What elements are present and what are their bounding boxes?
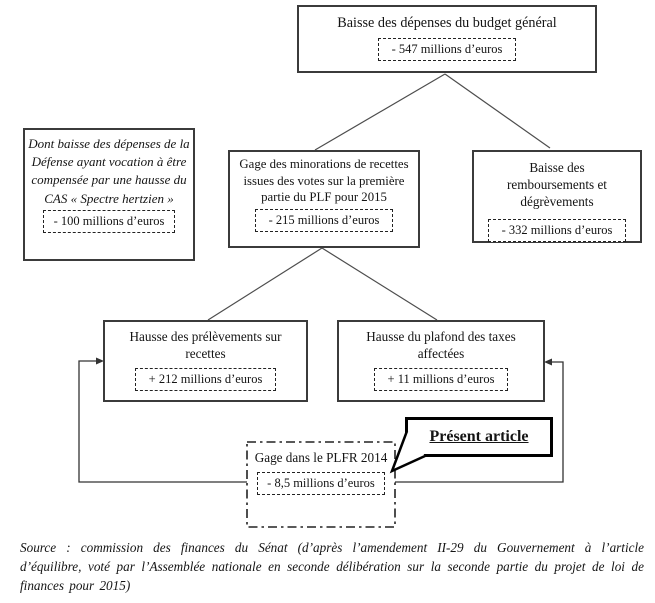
node-side-note-title: Dont baisse des dépenses de la Défense a…: [28, 136, 190, 206]
node-remboursements-title: Baisse des remboursements et dégrèvement…: [507, 160, 607, 210]
node-plafond-taxes: Hausse du plafond des taxes affectées + …: [337, 320, 545, 402]
edge-gage-to-prelevements: [207, 247, 323, 321]
node-gage-minorations: Gage des minorations de recettes issues …: [228, 150, 420, 248]
gage-plfr-dashdot-border: [246, 441, 396, 528]
edge-gage-to-plafond: [321, 247, 438, 321]
edge-root-to-gage: [314, 73, 446, 151]
edge-plfr-to-prelevements: [78, 360, 247, 483]
edge-plfr-to-plafond: [395, 361, 564, 483]
node-remboursements-value: - 332 millions d’euros: [487, 219, 627, 243]
node-root-value: - 547 millions d’euros: [377, 38, 517, 61]
node-gage-plfr-value: - 8,5 millions d’euros: [257, 471, 385, 495]
arrowhead-right-icon: [544, 358, 552, 366]
node-prelevements-value: + 212 millions d’euros: [134, 368, 277, 392]
node-gage-minorations-value: - 215 millions d’euros: [254, 208, 394, 232]
callout-tail-icon: [389, 430, 426, 474]
node-prelevements-title: Hausse des prélèvements sur recettes: [129, 329, 282, 362]
node-root: Baisse des dépenses du budget général - …: [297, 5, 597, 73]
edge-root-to-remboursements: [444, 73, 551, 149]
node-prelevements: Hausse des prélèvements sur recettes + 2…: [103, 320, 308, 402]
node-remboursements: Baisse des remboursements et dégrèvement…: [472, 150, 642, 243]
node-gage-plfr: Gage dans le PLFR 2014 - 8,5 millions d’…: [247, 442, 395, 527]
present-article-label: Présent article: [429, 428, 529, 445]
node-plafond-taxes-title: Hausse du plafond des taxes affectées: [366, 329, 516, 362]
source-note: Source : commission des finances du Séna…: [20, 540, 644, 594]
node-side-note: Dont baisse des dépenses de la Défense a…: [23, 128, 195, 261]
node-root-title: Baisse des dépenses du budget général: [337, 15, 557, 31]
arrowhead-left-icon: [96, 357, 104, 365]
node-gage-plfr-title: Gage dans le PLFR 2014: [254, 450, 388, 465]
node-gage-minorations-title: Gage des minorations de recettes issues …: [239, 157, 409, 205]
node-side-note-value: - 100 millions d’euros: [42, 209, 176, 233]
node-plafond-taxes-value: + 11 millions d’euros: [373, 368, 509, 392]
